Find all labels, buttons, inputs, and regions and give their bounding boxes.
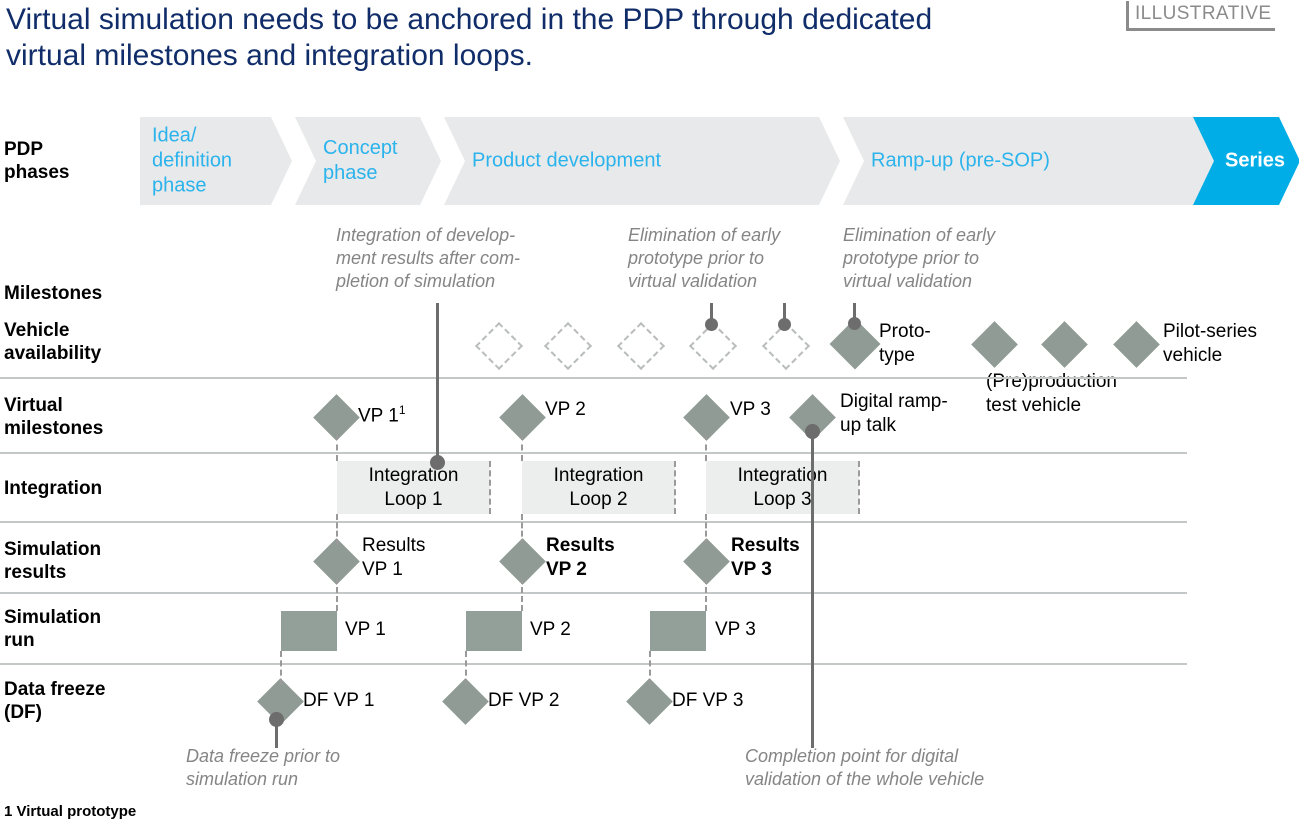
integration-loop-3[interactable]: Integration Loop 3 <box>706 461 859 514</box>
dashed-connector-df1 <box>280 651 282 685</box>
solid-diamond-pilot-series <box>1113 321 1160 368</box>
dashed-connector-vp3-a <box>705 434 707 461</box>
integration-loop-2[interactable]: Integration Loop 2 <box>522 461 675 514</box>
df-diamond-vp2 <box>442 678 489 725</box>
vm-label-vp2: VP 2 <box>545 399 586 420</box>
phase-idea-definition[interactable]: Idea/ definition phase <box>140 117 292 205</box>
sr-label-vp3: Results VP 3 <box>731 535 800 580</box>
df-label-vp2: DF VP 2 <box>488 690 560 711</box>
dashed-connector-vp2-b <box>521 514 523 545</box>
dashed-connector-vp3-b <box>705 514 707 545</box>
dashed-connector-vp2-a <box>521 434 523 461</box>
connector-line-proto-1 <box>710 303 713 325</box>
callout-line-completion-note <box>811 424 814 748</box>
dashed-connector-df3 <box>649 651 651 685</box>
separator-simulation-results <box>0 592 1187 594</box>
ghost-diamond-1 <box>474 321 524 371</box>
dashed-connector-vp1-a <box>336 434 338 461</box>
row-label-milestones: Milestones <box>4 283 103 304</box>
callout-dot-completion-note <box>805 424 820 439</box>
row-label-pdp-phases: PDP phases <box>4 139 70 183</box>
phase-product-development[interactable]: Product development <box>444 117 840 205</box>
separator-simulation-run <box>0 663 1187 665</box>
dashed-connector-vp3-c <box>705 578 707 611</box>
row-label-data-freeze: Data freeze (DF) <box>4 679 106 723</box>
sim-run-bar-vp2 <box>466 611 522 651</box>
sim-run-bar-vp1 <box>281 611 337 651</box>
sim-run-label-vp3: VP 3 <box>715 619 756 640</box>
dashed-loop1-right <box>489 461 491 514</box>
callout-line-datafreeze-note <box>275 712 278 748</box>
phase-label: Idea/ definition phase <box>152 124 233 197</box>
illustrative-badge: ILLUSTRATIVE <box>1126 1 1276 31</box>
solid-diamond-preproduction-1 <box>971 321 1018 368</box>
pdp-phase-bar: Idea/ definition phase Concept phase Pro… <box>140 117 1299 205</box>
dashed-loop3-right <box>858 461 860 514</box>
sim-run-label-vp1: VP 1 <box>345 619 386 640</box>
dashed-connector-df2 <box>465 651 467 685</box>
integration-loop-1[interactable]: Integration Loop 1 <box>337 461 490 514</box>
connector-dot-proto-2 <box>778 318 791 331</box>
connector-dot-proto-1 <box>705 318 718 331</box>
footnote: 1 Virtual prototype <box>4 803 137 820</box>
df-diamond-vp3 <box>626 678 673 725</box>
phase-concept[interactable]: Concept phase <box>295 117 441 205</box>
connector-line-prototype <box>853 303 856 327</box>
vm-label-vp3: VP 3 <box>730 399 771 420</box>
dashed-loop2-right <box>674 461 676 514</box>
vm-label-vp1: VP 11 <box>358 398 406 428</box>
callout-dot-integration-note <box>430 455 445 470</box>
milestone-note-2: Elimination of early prototype prior to … <box>628 225 781 291</box>
vm-label-vp1-text: VP 1 <box>358 405 399 427</box>
phase-ramp-up[interactable]: Ramp-up (pre-SOP) <box>843 117 1242 205</box>
phase-label: Ramp-up (pre-SOP) <box>871 149 1050 172</box>
separator-vehicle-availability <box>0 377 1187 379</box>
ghost-diamond-3 <box>616 321 666 371</box>
vm-footnote-marker: 1 <box>398 403 406 417</box>
bottom-note-completion: Completion point for digital validation … <box>745 746 985 789</box>
label-pilot-series-vehicle: Pilot-series vehicle <box>1163 321 1257 366</box>
sim-run-bar-vp3 <box>650 611 706 651</box>
ghost-diamond-2 <box>543 321 593 371</box>
dashed-connector-vp2-c <box>521 578 523 611</box>
dashed-connector-vp1-b <box>336 514 338 545</box>
label-preproduction-test-vehicle: (Pre)production test vehicle <box>986 371 1117 416</box>
vm-label-digital-rampup: Digital ramp- up talk <box>840 391 948 436</box>
phase-label: Series <box>1225 149 1286 172</box>
connector-line-proto-2 <box>783 303 786 325</box>
separator-integration <box>0 521 1187 523</box>
sr-label-vp2: Results VP 2 <box>546 535 615 580</box>
solid-diamond-preproduction-2 <box>1041 321 1088 368</box>
sr-label-vp1: Results VP 1 <box>362 535 426 580</box>
milestone-note-1: Integration of develop- ment results aft… <box>336 225 521 291</box>
phase-label: Product development <box>472 149 662 172</box>
df-label-vp1: DF VP 1 <box>303 690 375 711</box>
page-title: Virtual simulation needs to be anchored … <box>6 3 933 72</box>
row-label-integration: Integration <box>4 478 103 499</box>
callout-dot-datafreeze-note <box>269 712 284 727</box>
sim-run-label-vp2: VP 2 <box>530 619 571 640</box>
bottom-note-data-freeze: Data freeze prior to simulation run <box>186 746 341 789</box>
phase-label: Concept phase <box>323 137 398 184</box>
row-label-virtual-milestones: Virtual milestones <box>4 395 104 439</box>
row-label-vehicle-availability: Vehicle availability <box>4 320 102 364</box>
label-prototype: Proto- type <box>879 321 931 366</box>
callout-line-integration-note <box>436 303 439 463</box>
connector-dot-prototype <box>848 317 861 330</box>
separator-virtual-milestones <box>0 452 1187 454</box>
df-label-vp3: DF VP 3 <box>672 690 744 711</box>
milestone-note-3: Elimination of early prototype prior to … <box>843 225 996 291</box>
dashed-connector-vp1-c <box>336 578 338 611</box>
row-label-simulation-run: Simulation run <box>4 607 102 651</box>
row-label-simulation-results: Simulation results <box>4 539 102 583</box>
